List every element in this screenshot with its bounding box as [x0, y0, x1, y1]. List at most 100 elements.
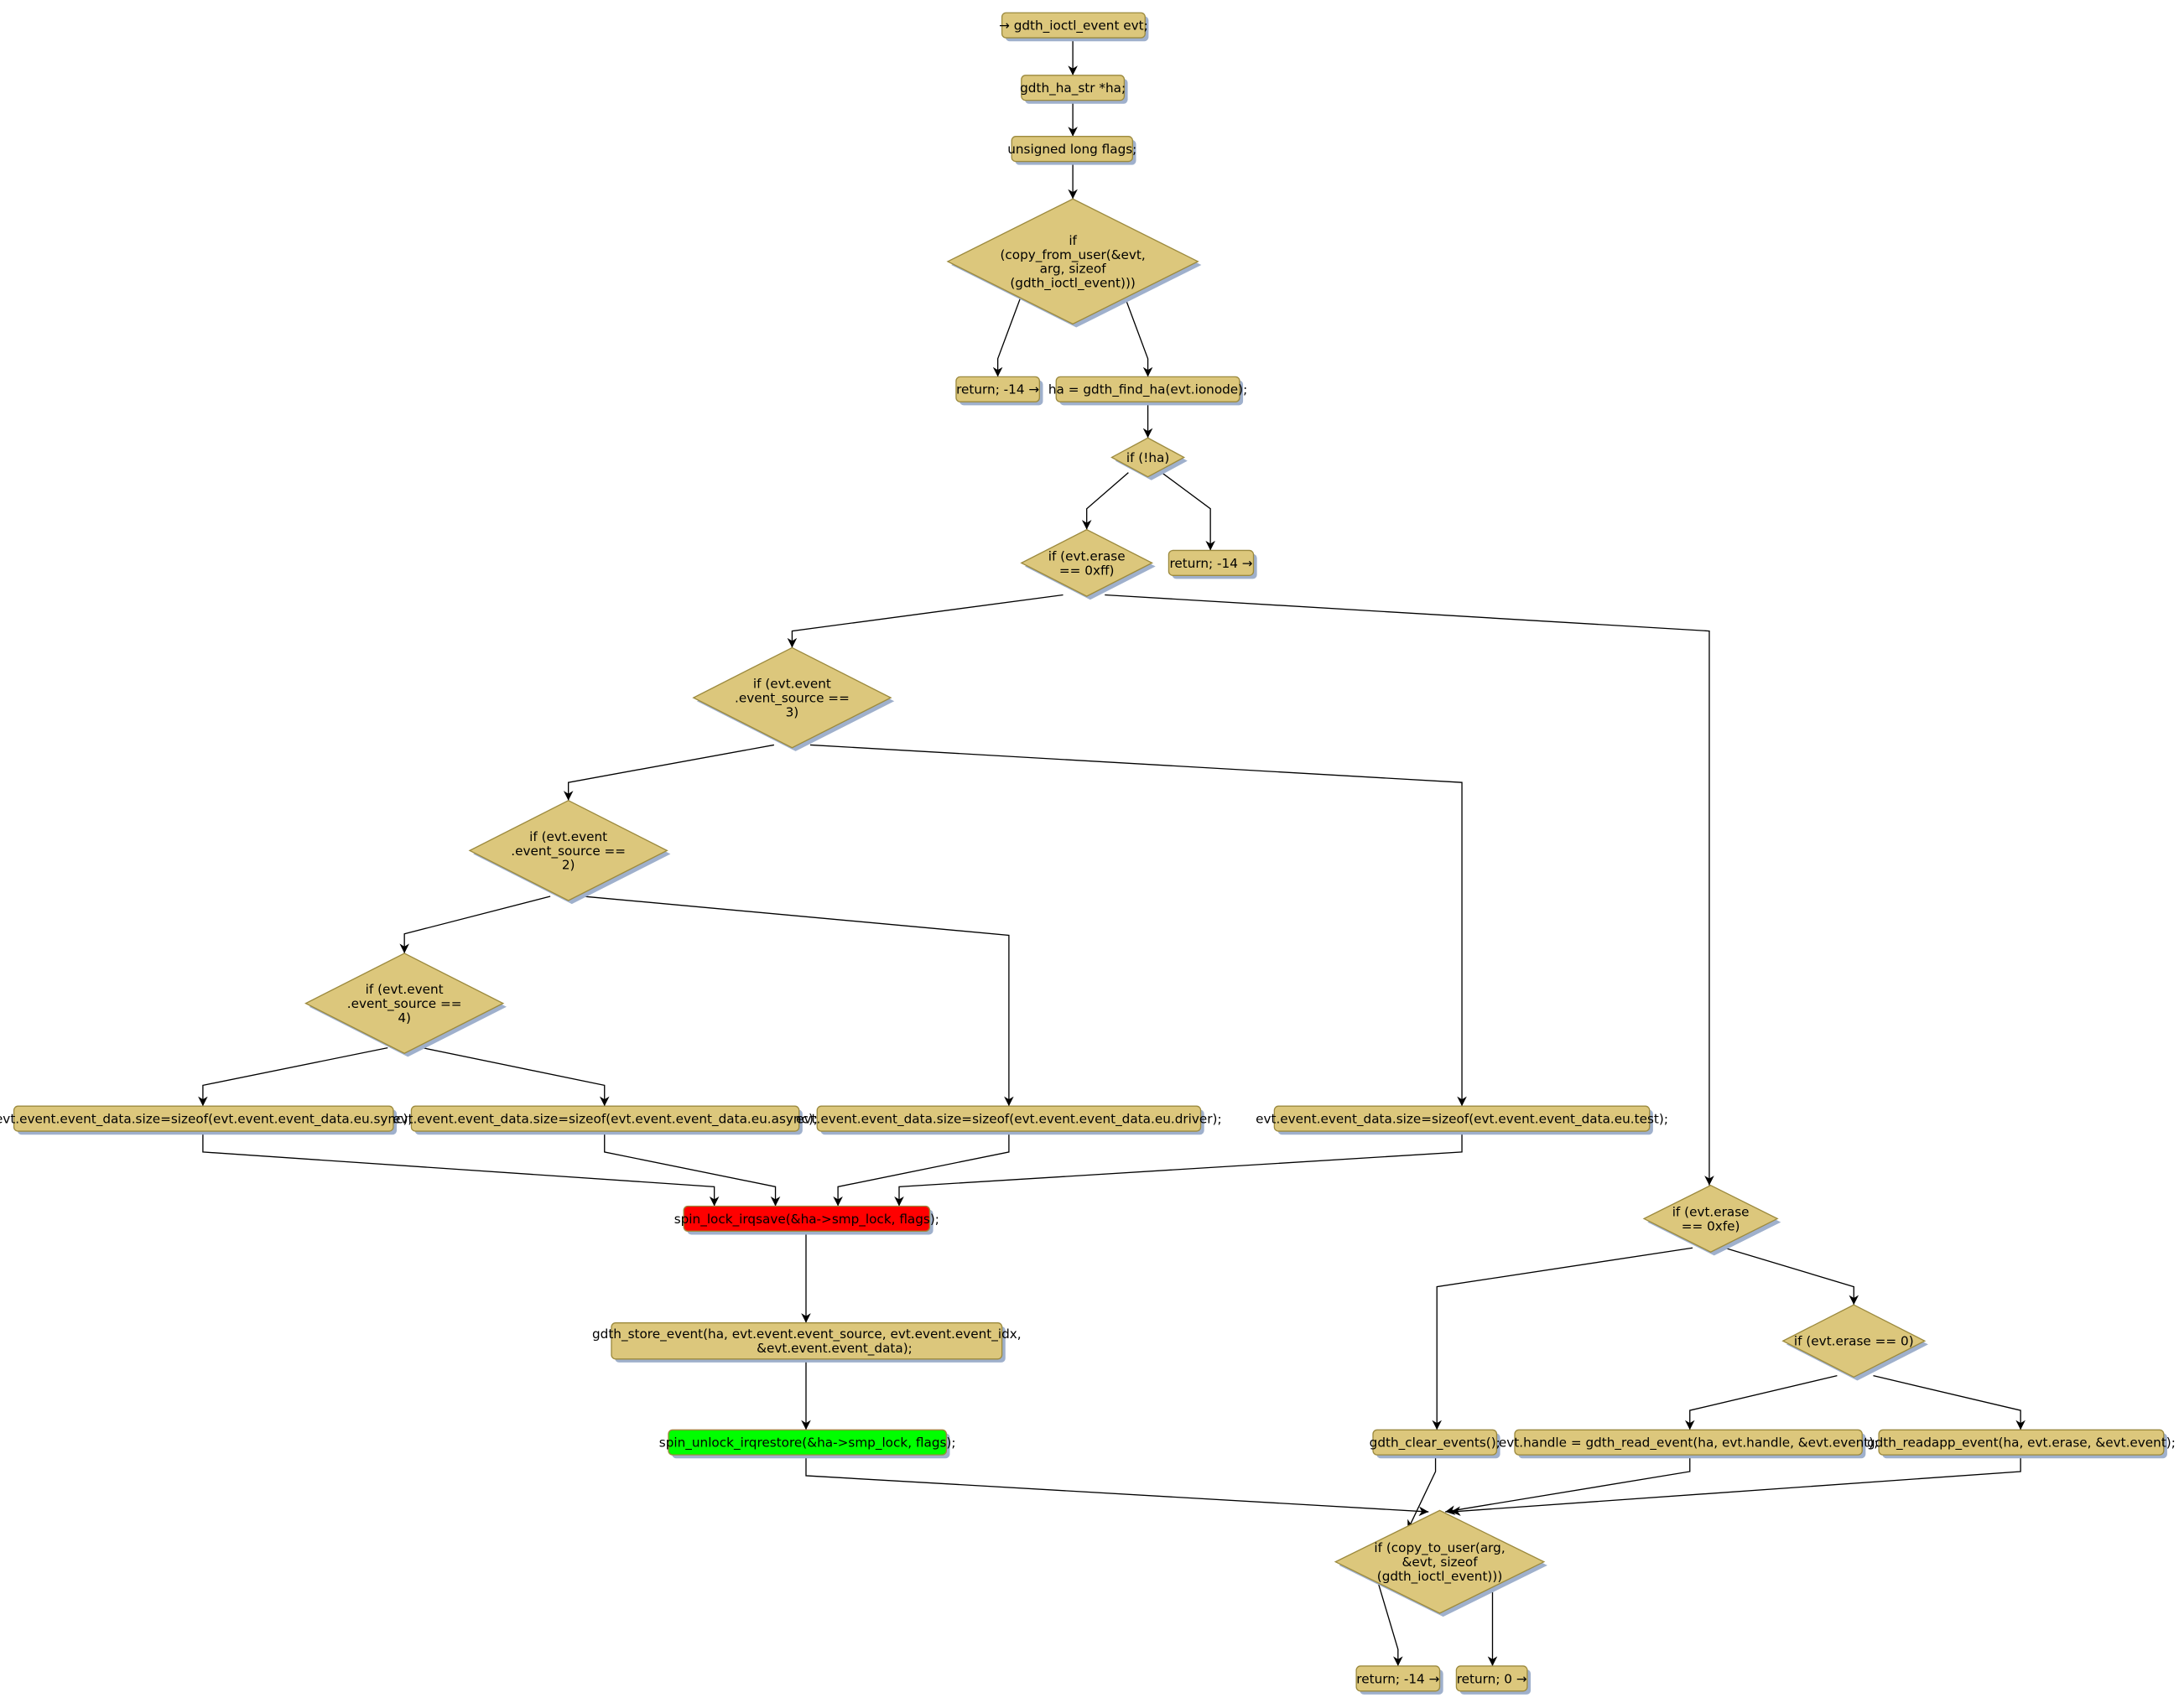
node-label-line: return; -14 → — [1356, 1671, 1439, 1686]
node-shape — [1110, 437, 1186, 478]
node-label-line: evt.event.event_data.size=sizeof(evt.eve… — [1256, 1112, 1668, 1128]
node-label-line: if (copy_to_user(arg, — [1374, 1540, 1505, 1556]
decision-erase-0xfe: if (evt.erase== 0xfe) — [1642, 1184, 1781, 1256]
declaration-ha: gdth_ha_str *ha; — [1020, 75, 1128, 104]
node-label-line: return; 0 → — [1457, 1671, 1527, 1686]
node-label-line: arg, sizeof — [1040, 262, 1107, 277]
node-label: gdth_store_event(ha, evt.event.event_sou… — [592, 1326, 1022, 1357]
node-label-line: gdth_clear_events(); — [1370, 1435, 1500, 1451]
node-shape — [1455, 1665, 1528, 1692]
node-shape — [468, 799, 668, 901]
node-shape — [955, 376, 1041, 402]
node-label-line: if (evt.event — [753, 677, 831, 692]
decision-erase-0xff: if (evt.erase== 0xff) — [1020, 528, 1156, 600]
flow-arrow — [1161, 472, 1215, 551]
node-label-line: .event_source == — [511, 844, 626, 859]
node-label-line: if (evt.erase — [1048, 548, 1126, 563]
return-success: return; 0 → — [1455, 1665, 1532, 1695]
node-shape — [1372, 1429, 1498, 1456]
decision-event-source-2: if (evt.event.event_source ==2) — [468, 799, 671, 905]
node-shape — [683, 1205, 931, 1233]
node-label-line: (gdth_ioctl_event))) — [1010, 276, 1136, 292]
node-label-line: gdth_readapp_event(ha, evt.erase, &evt.e… — [1867, 1435, 2176, 1451]
node-label-line: .event_source == — [347, 996, 462, 1012]
flow-arrow — [787, 594, 1063, 648]
flow-arrow — [1445, 1455, 1691, 1515]
node-label-line: == 0xff) — [1059, 563, 1115, 578]
flow-arrow — [1724, 1247, 1859, 1306]
flow-arrow — [1407, 1455, 1437, 1530]
node-label-line: → gdth_ioctl_event evt; — [999, 18, 1148, 34]
nodes: → gdth_ioctl_event evt; gdth_ha_str *ha; u… — [0, 12, 2176, 1695]
node-label: evt.handle = gdth_read_event(ha, evt.han… — [1499, 1435, 1878, 1451]
node-label-line: if (evt.erase == 0) — [1794, 1334, 1914, 1349]
node-label-line: (copy_from_user(&evt, — [1000, 247, 1145, 263]
node-shape — [410, 1105, 800, 1132]
node-label-line: 4) — [398, 1010, 411, 1025]
node-shape — [1011, 136, 1134, 163]
node-label: evt.event.event_data.size=sizeof(evt.eve… — [796, 1112, 1221, 1128]
node-shape — [1878, 1429, 2165, 1456]
node-label: if (evt.event.event_source ==2) — [511, 829, 626, 873]
node-label-line: unsigned long flags; — [1007, 142, 1136, 157]
node-label-line: &evt.event.event_data); — [757, 1341, 913, 1357]
return-error-2: return; -14 → — [1168, 549, 1257, 579]
node-label-line: return; -14 → — [956, 382, 1039, 397]
node-label: gdth_readapp_event(ha, evt.erase, &evt.e… — [1867, 1435, 2176, 1451]
node-label-line: 3) — [786, 704, 799, 719]
node-label: return; 0 → — [1457, 1671, 1527, 1686]
decision-copy-from-user: if(copy_from_user(&evt,arg, sizeof(gdth_… — [946, 198, 1202, 328]
node-label: if (evt.erase == 0) — [1794, 1334, 1914, 1349]
node-label-line: evt.event.event_data.size=sizeof(evt.eve… — [393, 1112, 818, 1128]
flow-arrow — [1377, 1584, 1403, 1666]
flow-arrow — [894, 1131, 1463, 1207]
store-event-statement: gdth_store_event(ha, evt.event.event_sou… — [592, 1322, 1022, 1363]
node-label: return; -14 → — [1356, 1671, 1439, 1686]
node-shape — [946, 198, 1199, 325]
node-shape — [1514, 1429, 1863, 1456]
node-label-line: 2) — [562, 858, 575, 873]
return-error-3: return; -14 → — [1355, 1665, 1443, 1695]
node-shape — [13, 1105, 394, 1132]
entry-statement: → gdth_ioctl_event evt; — [999, 12, 1149, 42]
edges — [198, 38, 2026, 1666]
declaration-flags: unsigned long flags; — [1007, 136, 1136, 165]
flow-arrow — [583, 896, 1014, 1107]
node-label: evt.event.event_data.size=sizeof(evt.eve… — [1256, 1112, 1668, 1128]
node-label-line: if (evt.erase — [1672, 1204, 1750, 1219]
node-label-line: gdth_ha_str *ha; — [1020, 80, 1126, 96]
flow-arrow — [202, 1131, 720, 1207]
size-sync-statement: evt.event.event_data.size=sizeof(evt.eve… — [0, 1105, 413, 1135]
node-shape — [692, 646, 892, 749]
return-error-1: return; -14 → — [955, 376, 1043, 406]
node-label: if (copy_to_user(arg,&evt, sizeof(gdth_i… — [1374, 1540, 1505, 1585]
node-shape — [1001, 12, 1146, 39]
decision-erase-0: if (evt.erase == 0) — [1781, 1304, 1928, 1381]
flow-arrow — [1081, 472, 1129, 530]
node-label-line: .event_source == — [735, 691, 850, 707]
node-shape — [1020, 528, 1154, 597]
node-label-line: return; -14 → — [1169, 556, 1252, 571]
node-label-line: if (evt.event — [529, 829, 607, 844]
node-shape — [1168, 549, 1255, 576]
node-label: gdth_clear_events(); — [1370, 1435, 1500, 1451]
node-label: spin_unlock_irqrestore(&ha->smp_lock, fl… — [659, 1435, 956, 1451]
size-test-statement: evt.event.event_data.size=sizeof(evt.eve… — [1256, 1105, 1668, 1135]
node-label: return; -14 → — [1169, 556, 1252, 571]
node-label: gdth_ha_str *ha; — [1020, 80, 1126, 96]
node-label: evt.event.event_data.size=sizeof(evt.eve… — [393, 1112, 818, 1128]
flow-arrow — [422, 1046, 610, 1107]
node-label-line: spin_lock_irqsave(&ha->smp_lock, flags); — [674, 1212, 939, 1228]
node-label-line: if (evt.event — [366, 982, 444, 997]
node-shape — [1355, 1665, 1441, 1692]
node-shape — [1021, 75, 1126, 101]
flow-arrow — [1125, 299, 1153, 377]
node-label-line: evt.event.event_data.size=sizeof(evt.eve… — [0, 1112, 413, 1128]
node-shape — [668, 1429, 948, 1456]
node-label: if(copy_from_user(&evt,arg, sizeof(gdth_… — [1000, 233, 1145, 292]
node-label-line: &evt, sizeof — [1402, 1555, 1478, 1570]
decision-copy-to-user: if (copy_to_user(arg,&evt, sizeof(gdth_i… — [1334, 1509, 1547, 1617]
size-async-statement: evt.event.event_data.size=sizeof(evt.eve… — [393, 1105, 818, 1135]
decision-event-source-3: if (evt.event.event_source ==3) — [692, 646, 895, 751]
node-shape — [1781, 1304, 1927, 1378]
